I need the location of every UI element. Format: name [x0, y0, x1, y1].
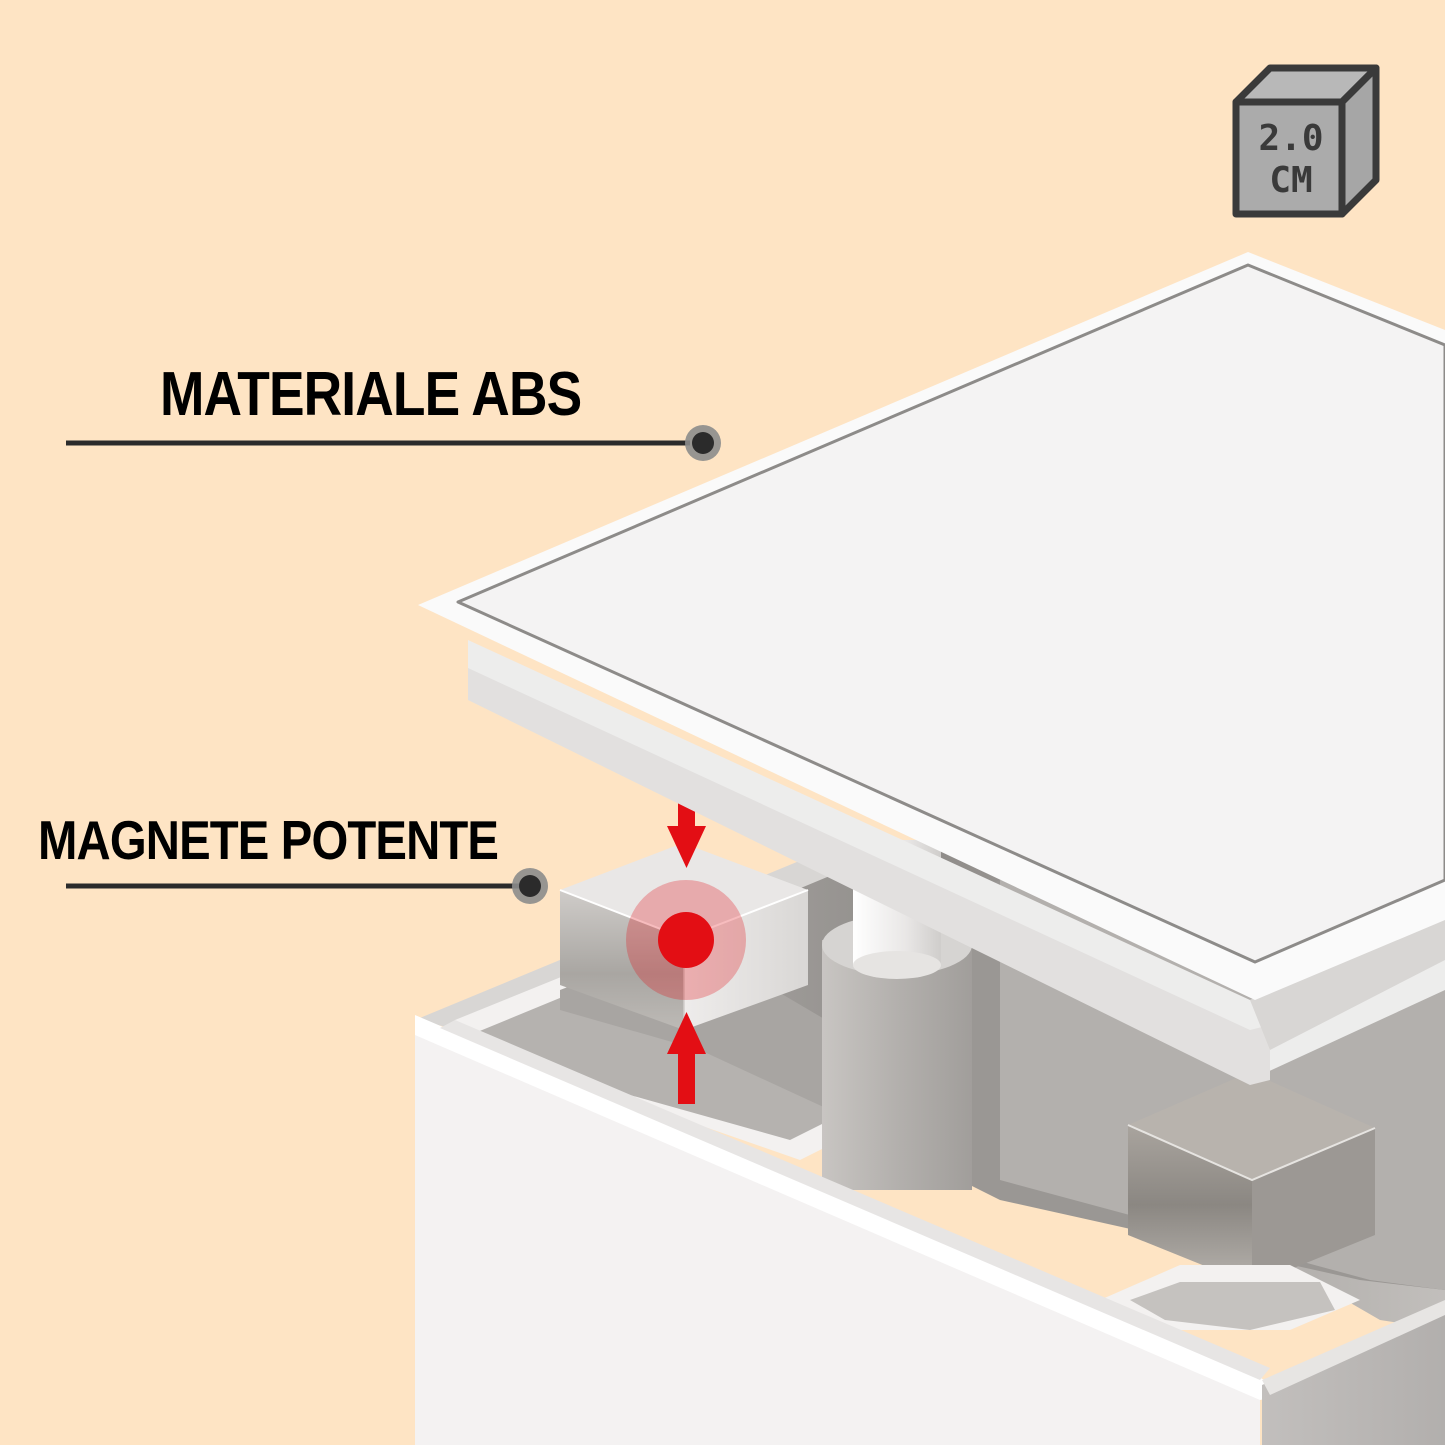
box-front-face — [415, 1025, 1260, 1445]
box-side-face — [1262, 1305, 1445, 1445]
size-unit: CM — [1269, 160, 1313, 201]
magnet-primary-right — [684, 890, 808, 1030]
size-badge-label: 2.0 CM — [1238, 118, 1344, 202]
highlight-dot — [658, 912, 714, 968]
cube-icon — [1232, 64, 1380, 218]
callout-material-label: MATERIALE ABS — [160, 360, 582, 429]
leader-line-material — [66, 425, 721, 461]
magnet-secondary-top — [1128, 1072, 1375, 1180]
leader-line-magnet — [66, 868, 548, 904]
arrow-up-icon — [667, 1012, 706, 1104]
magnet-primary-top — [560, 843, 808, 938]
size-value: 2.0 — [1258, 118, 1324, 159]
magnet-secondary-left — [1128, 1125, 1252, 1285]
magnet-primary-left — [560, 890, 684, 1030]
hinge-pillar — [822, 940, 972, 1190]
callout-magnet-label: MAGNETE POTENTE — [38, 809, 499, 871]
lid-top — [456, 263, 1445, 964]
